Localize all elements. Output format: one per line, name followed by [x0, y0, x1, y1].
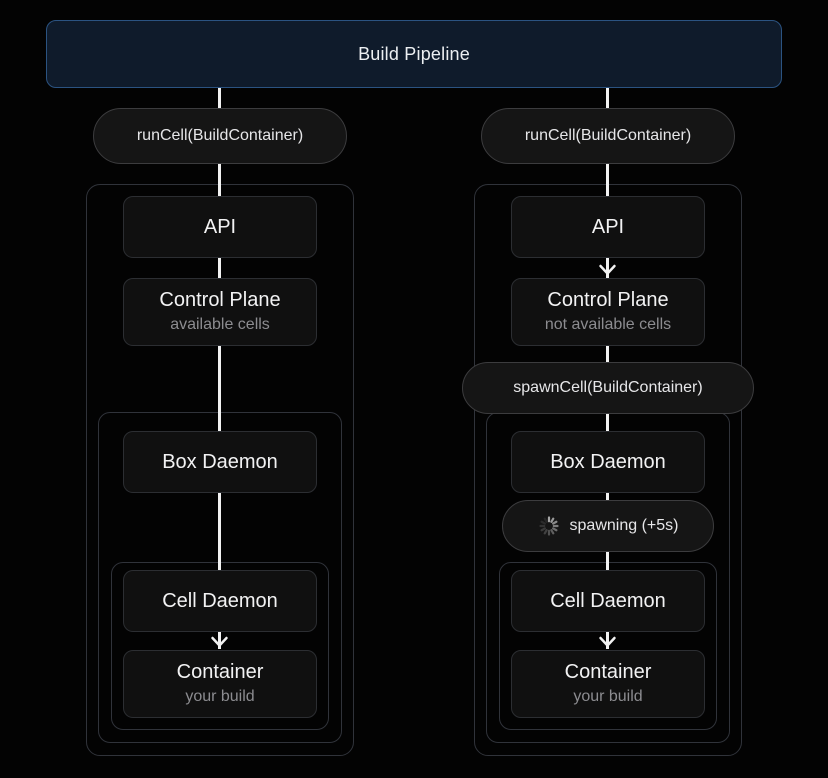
spawncell-pill: spawnCell(BuildContainer)	[462, 362, 754, 414]
control-plane-box: Control Plane available cells	[123, 278, 317, 346]
cell-daemon-box: Cell Daemon	[511, 570, 705, 632]
api-label: API	[203, 215, 237, 238]
spawning-pill-label: spawning (+5s)	[569, 517, 679, 534]
runcell-pill: runCell(BuildContainer)	[93, 108, 347, 164]
control-plane-subtitle: not available cells	[544, 316, 672, 334]
spawning-pill: spawning (+5s)	[502, 500, 714, 552]
box-daemon-box: Box Daemon	[123, 431, 317, 493]
flow-line	[218, 88, 221, 649]
api-label: API	[591, 215, 625, 238]
box-daemon-label: Box Daemon	[162, 450, 278, 473]
control-plane-box: Control Plane not available cells	[511, 278, 705, 346]
container-box: Container your build	[123, 650, 317, 718]
api-box: API	[123, 196, 317, 258]
container-subtitle: your build	[185, 688, 255, 706]
spawncell-pill-label: spawnCell(BuildContainer)	[513, 379, 703, 396]
cell-daemon-label: Cell Daemon	[550, 589, 666, 612]
cell-daemon-box: Cell Daemon	[123, 570, 317, 632]
box-daemon-box: Box Daemon	[511, 431, 705, 493]
container-subtitle: your build	[573, 688, 643, 706]
page-title: Build Pipeline	[358, 43, 470, 64]
container-box: Container your build	[511, 650, 705, 718]
runcell-pill-label: runCell(BuildContainer)	[524, 127, 692, 144]
control-plane-subtitle: available cells	[170, 316, 270, 334]
control-plane-label: Control Plane	[159, 289, 281, 312]
spinner-icon	[538, 516, 559, 536]
container-label: Container	[564, 661, 652, 684]
container-label: Container	[176, 661, 264, 684]
arrow-down-icon	[599, 264, 616, 275]
api-box: API	[511, 196, 705, 258]
cell-daemon-label: Cell Daemon	[162, 589, 278, 612]
control-plane-label: Control Plane	[547, 289, 669, 312]
arrow-down-icon	[211, 636, 228, 647]
arrow-down-icon	[599, 636, 616, 647]
pipeline-header: Build Pipeline	[46, 20, 782, 88]
runcell-pill: runCell(BuildContainer)	[481, 108, 735, 164]
runcell-pill-label: runCell(BuildContainer)	[136, 127, 304, 144]
box-daemon-label: Box Daemon	[550, 450, 666, 473]
